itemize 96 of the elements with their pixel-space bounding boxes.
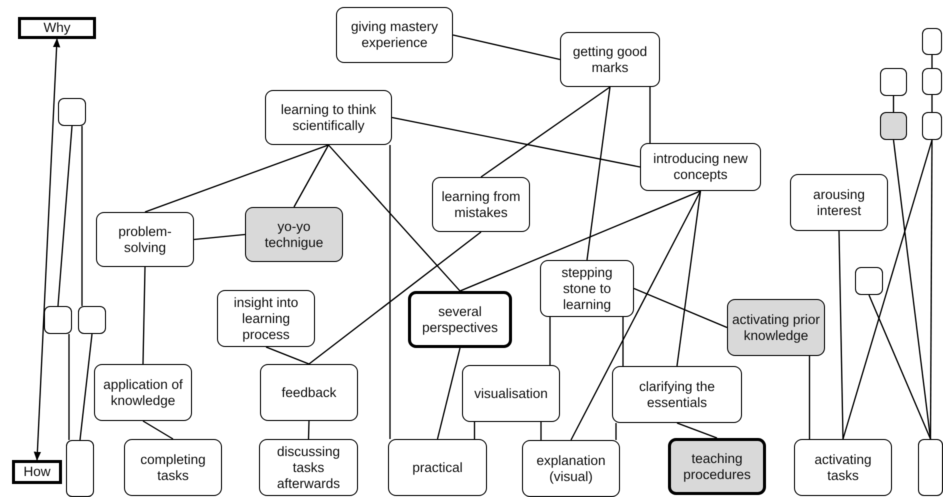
empty-box xyxy=(66,440,94,497)
connector-line xyxy=(308,231,482,365)
concept-box xyxy=(790,174,888,231)
connector-line xyxy=(308,420,310,440)
node-label: getting good marks xyxy=(572,44,648,76)
connector-line xyxy=(142,420,174,440)
connector-line xyxy=(144,144,329,213)
concept-box xyxy=(727,299,825,356)
connector-line xyxy=(79,334,93,440)
connector-line xyxy=(540,422,542,440)
node-label: activating prior knowledge xyxy=(731,312,821,344)
concept-box xyxy=(462,365,560,422)
concept-box xyxy=(265,90,392,145)
connector-line xyxy=(892,96,894,112)
connector-line xyxy=(868,294,932,440)
node-label: several perspectives xyxy=(421,304,499,336)
concept-box xyxy=(640,143,761,191)
connector-line xyxy=(842,140,933,440)
connector-line xyxy=(328,144,460,292)
node-label: introducing new concepts xyxy=(652,151,749,183)
connector-line xyxy=(392,116,640,168)
connector-line xyxy=(586,86,611,260)
empty-box xyxy=(78,306,106,334)
connector-line xyxy=(389,145,391,439)
empty-box xyxy=(880,68,907,96)
concept-box xyxy=(432,177,530,232)
node-label: How xyxy=(23,464,50,480)
concept-box xyxy=(245,207,343,262)
connector-line xyxy=(808,356,810,439)
node-label: discussing tasks afterwards xyxy=(276,444,342,492)
concept-box xyxy=(96,212,194,267)
concept-box xyxy=(612,366,742,423)
connector-line xyxy=(931,55,933,68)
node-label: explanation (visual) xyxy=(535,452,607,484)
connector-line xyxy=(460,190,701,292)
empty-box xyxy=(44,306,72,334)
connector-line xyxy=(293,144,330,208)
connector-line xyxy=(615,423,617,440)
empty-box xyxy=(922,28,942,55)
label-box xyxy=(18,17,96,39)
node-label: yo-yo technigue xyxy=(264,218,324,250)
concept-box xyxy=(260,364,358,421)
concept-box xyxy=(408,291,512,348)
connector-line xyxy=(838,230,844,440)
connector-line xyxy=(549,317,551,365)
node-label: learning to think scientifically xyxy=(280,102,378,134)
concept-box xyxy=(336,7,453,63)
empty-box xyxy=(918,439,943,496)
concept-box xyxy=(522,440,620,497)
connector-line xyxy=(142,266,146,364)
empty-box xyxy=(880,112,907,140)
node-label: insight into learning process xyxy=(232,294,300,342)
connector-line xyxy=(194,234,246,240)
concept-box xyxy=(668,438,766,495)
node-label: giving mastery experience xyxy=(350,19,440,51)
empty-box xyxy=(922,68,942,95)
node-label: activating tasks xyxy=(813,452,873,484)
connector-line xyxy=(452,34,560,60)
node-label: application of knowledge xyxy=(102,376,184,408)
connector-line xyxy=(622,317,624,366)
node-label: learning from mistakes xyxy=(440,188,522,220)
node-label: clarifying the essentials xyxy=(638,378,716,410)
concept-box xyxy=(540,260,634,317)
concept-box xyxy=(388,439,487,496)
concept-box xyxy=(94,364,192,421)
concept-box xyxy=(259,439,358,496)
node-label: Why xyxy=(44,20,70,36)
connector-line xyxy=(480,86,610,178)
connector-line xyxy=(570,190,702,440)
empty-box xyxy=(58,98,86,126)
node-label: teaching procedures xyxy=(682,450,752,482)
node-label: visualisation xyxy=(474,386,548,402)
connector-line xyxy=(931,95,933,112)
double-arrow xyxy=(34,38,60,461)
connector-line xyxy=(436,348,461,440)
node-label: stepping stone to learning xyxy=(560,264,614,312)
connector-line xyxy=(81,126,83,306)
connector-line xyxy=(676,190,702,366)
node-label: arousing interest xyxy=(812,186,866,218)
connector-line xyxy=(649,87,651,143)
node-label: completing tasks xyxy=(139,452,207,484)
connector-line xyxy=(57,126,73,306)
connector-line xyxy=(930,140,933,439)
concept-box xyxy=(124,439,222,496)
connector-line xyxy=(634,288,728,328)
connector-line xyxy=(474,422,476,439)
connector-line xyxy=(68,334,70,440)
concept-box xyxy=(794,439,892,496)
concept-box xyxy=(560,32,660,87)
node-label: feedback xyxy=(282,384,336,400)
empty-box xyxy=(855,267,883,295)
node-label: practical xyxy=(412,460,463,476)
empty-box xyxy=(922,112,942,140)
node-label: problem-solving xyxy=(117,224,173,256)
label-box xyxy=(12,460,62,484)
concept-box xyxy=(217,290,315,347)
